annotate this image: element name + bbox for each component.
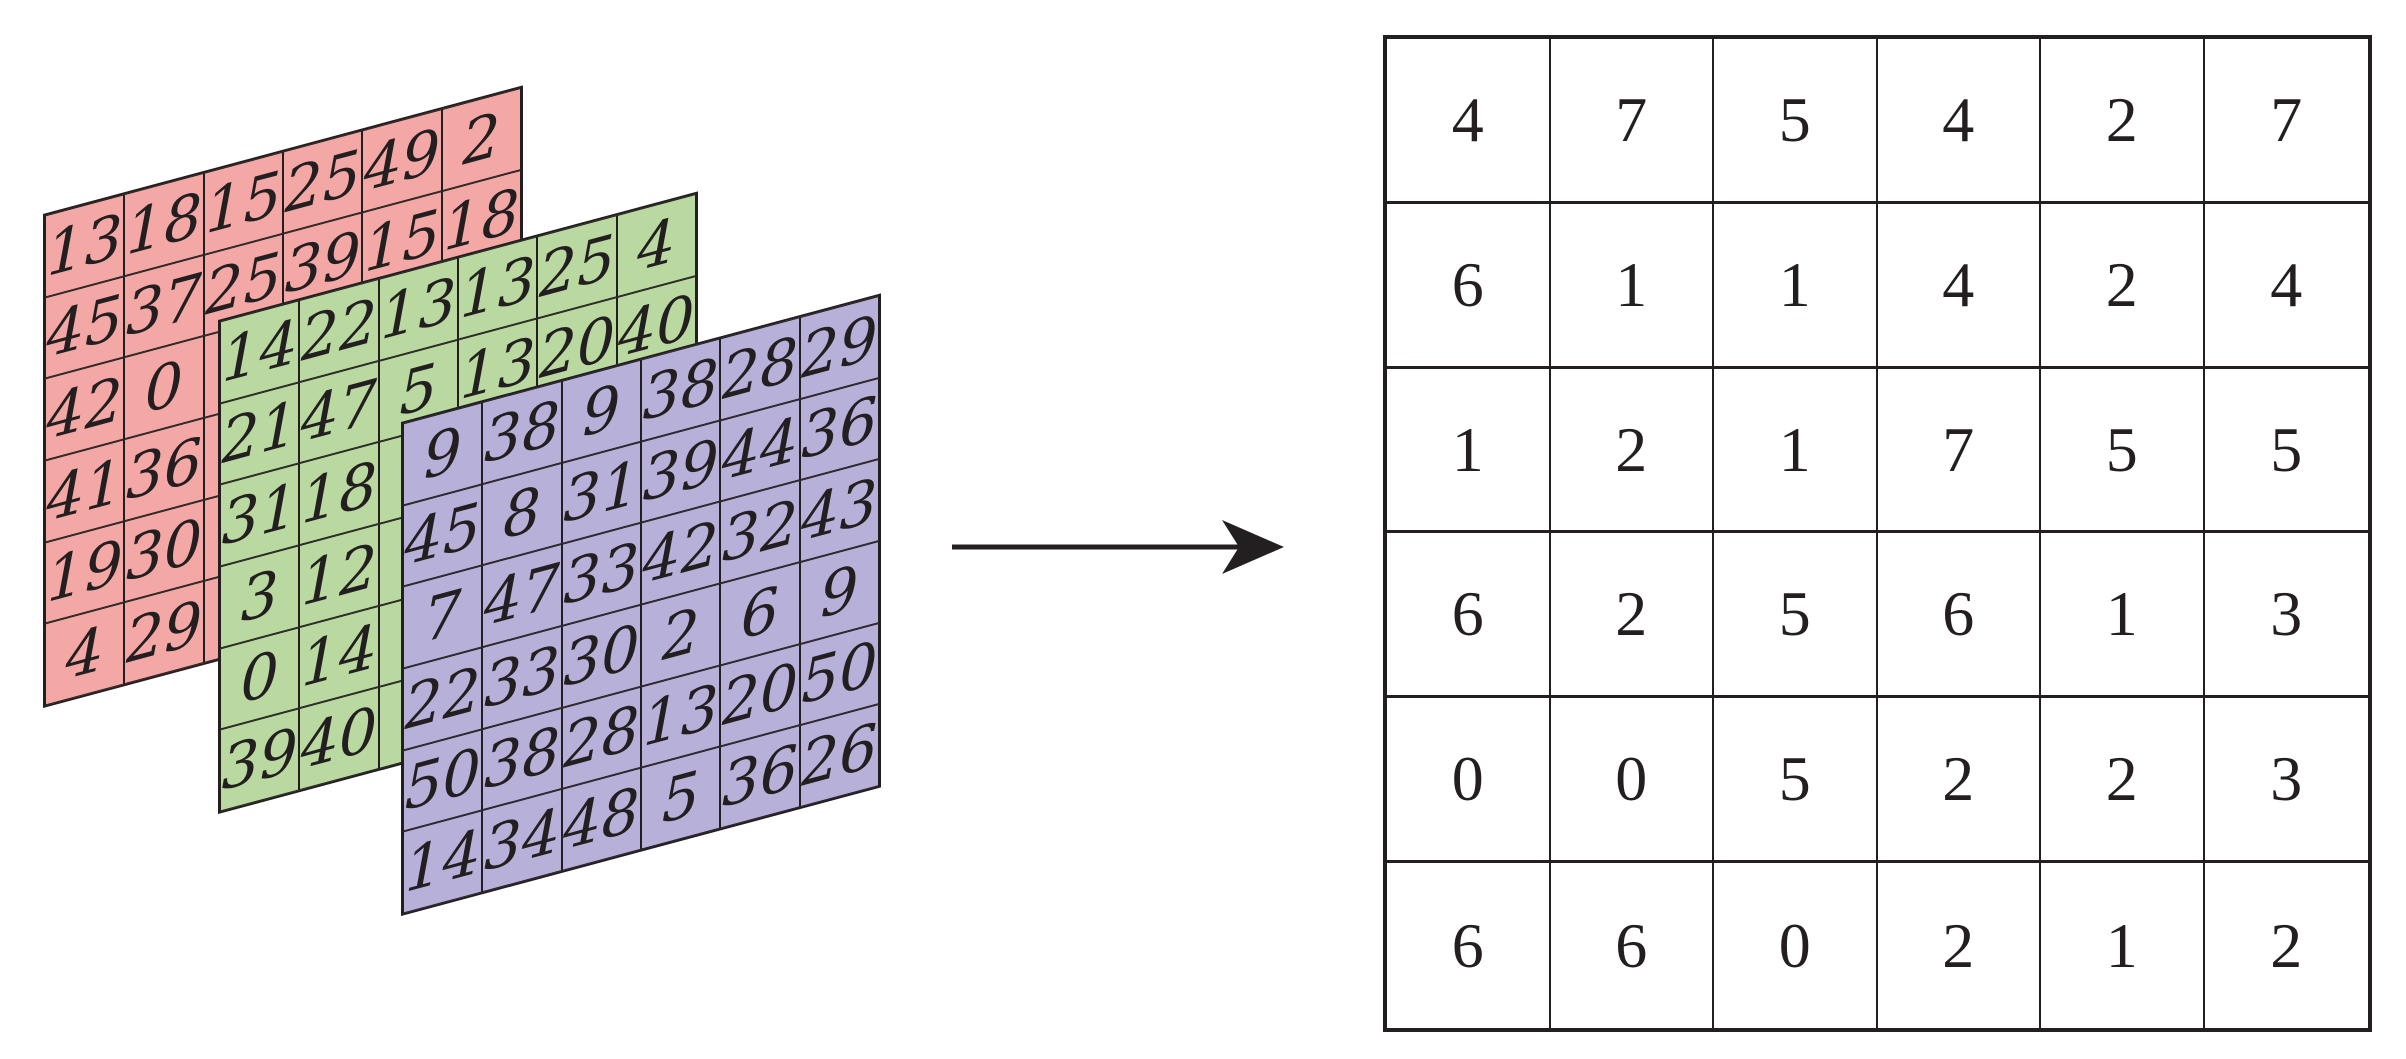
cell-r4c2: 2 bbox=[1550, 533, 1714, 699]
cell-r6c6: 2 bbox=[2270, 909, 2303, 981]
cell-r3c2: 2 bbox=[1550, 368, 1714, 534]
cell-r5c5: 2 bbox=[2041, 698, 2205, 864]
cell-r1c3: 5 bbox=[1714, 39, 1878, 204]
cell-r2c4: 4 bbox=[1877, 203, 2041, 369]
cell-r1c5: 2 bbox=[2041, 39, 2205, 204]
cell-r3c6: 5 bbox=[2204, 369, 2368, 534]
cell-r4c1: 6 bbox=[1387, 533, 1551, 699]
cell-r5c3: 5 bbox=[1714, 698, 1878, 864]
cell-r4c4: 6 bbox=[1877, 533, 2041, 699]
cell-r2c6: 4 bbox=[2204, 204, 2368, 369]
cell-r3c3: 1 bbox=[1714, 368, 1878, 534]
cell-r1c2: 7 bbox=[1550, 39, 1714, 204]
cell-r2c2: 1 bbox=[1550, 203, 1714, 369]
cell-r6c5: 1 bbox=[2041, 863, 2205, 1028]
cell-r2c3: 1 bbox=[1714, 203, 1878, 369]
cell-r5c1: 0 bbox=[1387, 698, 1551, 864]
cell-r5c6: 3 bbox=[2204, 698, 2368, 864]
cell-r6c2: 6 bbox=[1551, 863, 1714, 1028]
cell-r1c6: 7 bbox=[2204, 39, 2368, 204]
cell-r1c1: 4 bbox=[1387, 39, 1551, 204]
right-arrow-icon bbox=[952, 520, 1284, 574]
cell-r4c6: 3 bbox=[2204, 533, 2368, 699]
cell-r5c4: 2 bbox=[1877, 698, 2041, 864]
cell-r4c3: 5 bbox=[1714, 533, 1878, 699]
cell-r5c2: 0 bbox=[1550, 698, 1714, 864]
cell-r4c5: 1 bbox=[2041, 533, 2205, 699]
cell-r3c4: 7 bbox=[1877, 368, 2041, 534]
cell-r3c1: 1 bbox=[1387, 368, 1551, 534]
arrow-head bbox=[1222, 520, 1284, 574]
cell-r2c5: 2 bbox=[2041, 203, 2205, 369]
cell-r3c5: 5 bbox=[2041, 368, 2205, 534]
cell-r1c4: 4 bbox=[1877, 39, 2041, 204]
cell-r6c3: 0 bbox=[1714, 863, 1878, 1028]
cell-r2c1: 6 bbox=[1387, 203, 1551, 369]
cell-r6c1: 6 bbox=[1387, 863, 1551, 1028]
cell-r6c4: 2 bbox=[1878, 863, 2041, 1028]
